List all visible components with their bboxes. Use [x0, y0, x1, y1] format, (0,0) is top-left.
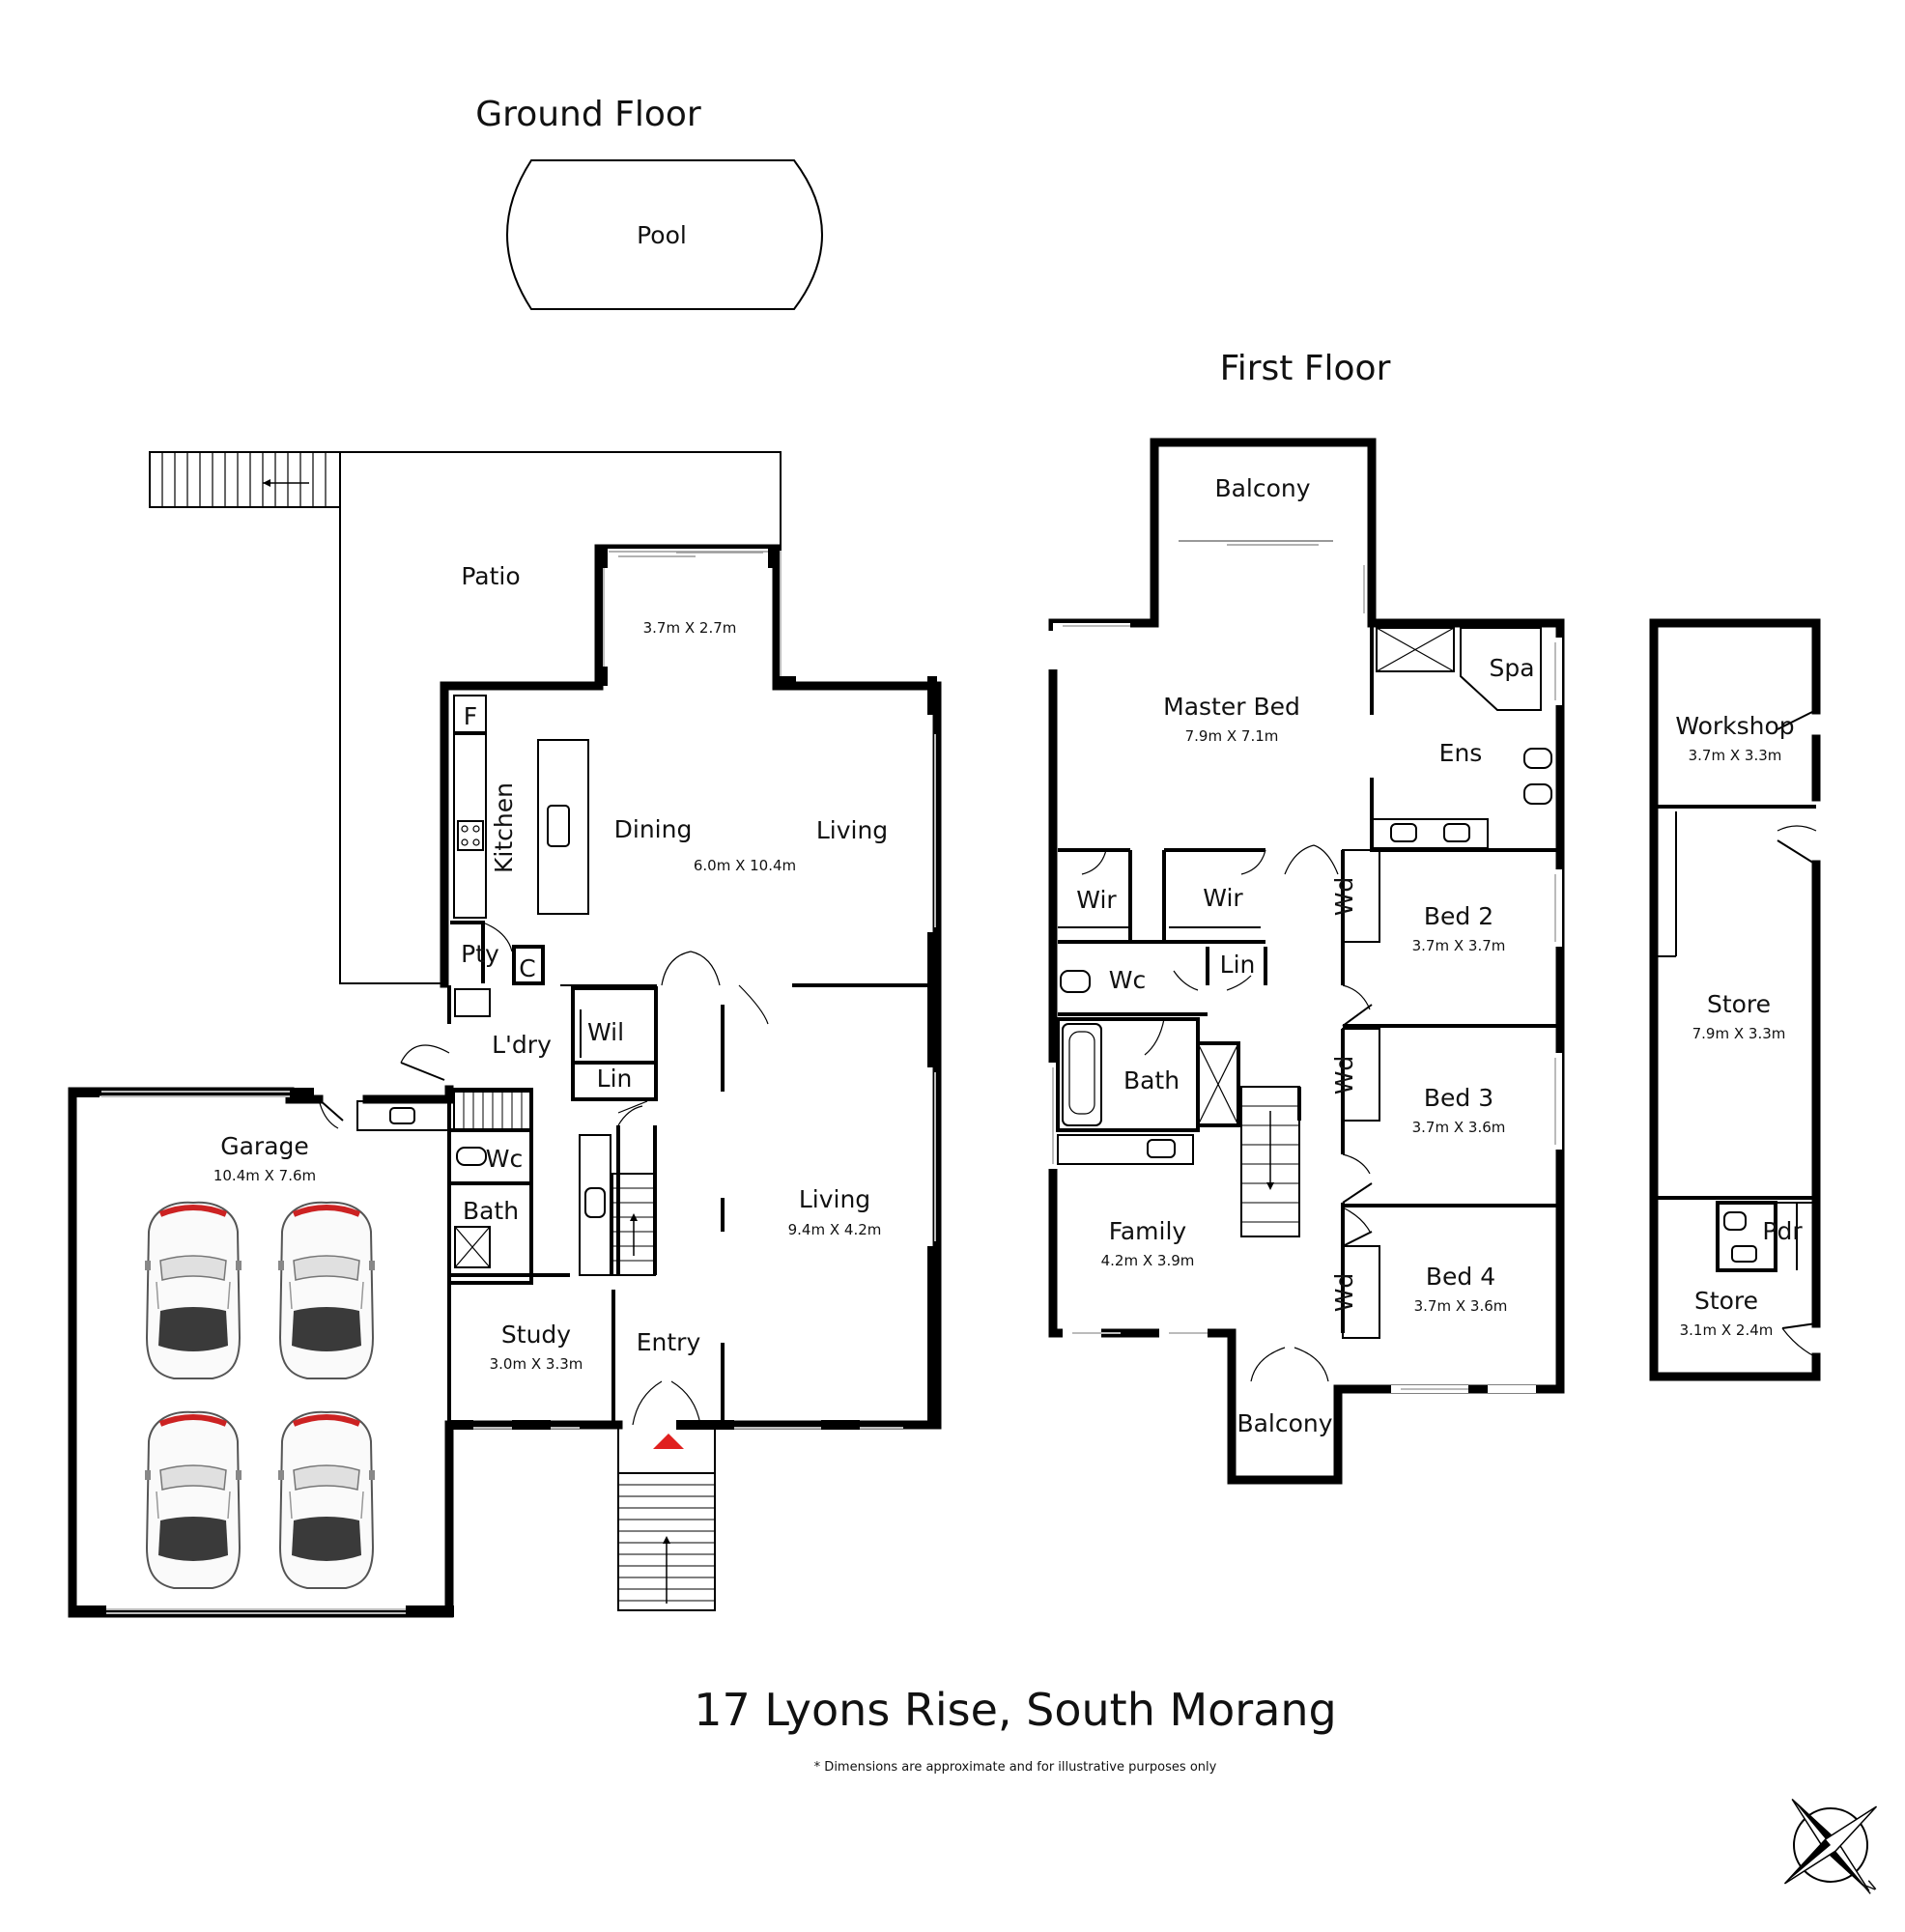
toilet-icon [456, 1147, 487, 1166]
wd-1-label: Wd [1330, 877, 1358, 917]
ensuite-label: Ens [1439, 739, 1483, 767]
bath-label-ground: Bath [463, 1197, 519, 1225]
property-address: 17 Lyons Rise, South Morang [694, 1684, 1337, 1736]
wd-2-label: Wd [1330, 1056, 1358, 1095]
balcony-top-label: Balcony [1214, 474, 1310, 502]
lin-label-first: Lin [1220, 951, 1256, 979]
ground-floor-plan: Patio 3.7m X 2.7m F [68, 451, 942, 1618]
wir-2-label: Wir [1203, 884, 1243, 912]
kitchen-label: Kitchen [490, 782, 518, 873]
living-upper-label: Living [816, 816, 888, 844]
toilet-icon [1523, 783, 1552, 805]
bed2-label: Bed 2 [1424, 902, 1493, 930]
basin-icon [1731, 1245, 1757, 1263]
dining-dims: 6.0m X 10.4m [694, 857, 796, 874]
family-dims: 4.2m X 3.9m [1101, 1252, 1195, 1269]
bed2-dims: 3.7m X 3.7m [1412, 937, 1506, 954]
disclaimer: * Dimensions are approximate and for ill… [814, 1760, 1217, 1775]
bath-label-first: Bath [1123, 1066, 1180, 1094]
vanity-icon [1371, 818, 1489, 849]
store-small-label: Store [1694, 1287, 1758, 1315]
shower-icon [1196, 1041, 1240, 1127]
pdr-label: Pdr [1762, 1217, 1803, 1245]
cupboard-label: C [519, 954, 535, 982]
car-icon [278, 1412, 375, 1588]
alfresco-dims: 3.7m X 2.7m [643, 619, 737, 637]
laundry-label: L'dry [492, 1031, 552, 1059]
master-bed-label: Master Bed [1163, 693, 1300, 721]
sink-icon [547, 805, 570, 847]
store-dims: 7.9m X 3.3m [1692, 1025, 1786, 1042]
wc-label-first: Wc [1109, 966, 1146, 994]
toilet-icon [1523, 748, 1552, 769]
garage-label: Garage [220, 1132, 309, 1160]
balcony-bottom-label: Balcony [1237, 1409, 1332, 1437]
toilet-icon [1060, 970, 1091, 993]
spa-icon [1460, 627, 1542, 711]
living-lower-dims: 9.4m X 4.2m [788, 1221, 882, 1238]
kitchen-island [537, 739, 589, 915]
ground-floor-heading: Ground Floor [475, 95, 701, 134]
workshop-label: Workshop [1675, 712, 1794, 740]
living-lower-label: Living [799, 1185, 870, 1213]
toilet-icon [1723, 1211, 1747, 1231]
vanity-icon [1057, 1134, 1194, 1165]
garage-dims: 10.4m X 7.6m [213, 1167, 316, 1184]
outbuilding-plan: Workshop 3.7m X 3.3m Store 7.9m X 3.3m P… [1649, 618, 1821, 1381]
entry-label: Entry [637, 1328, 701, 1356]
workshop-dims: 3.7m X 3.3m [1689, 747, 1782, 764]
dining-label: Dining [614, 815, 693, 843]
patio-stairs [149, 451, 341, 508]
first-floor-stairs [1240, 1086, 1300, 1237]
bed4-label: Bed 4 [1426, 1263, 1495, 1291]
wil-label: Wil [587, 1018, 624, 1046]
bed3-label: Bed 3 [1424, 1084, 1493, 1112]
pantry-label: Pty [461, 940, 499, 968]
entry-stairs [617, 1472, 716, 1611]
car-icon [278, 1203, 375, 1378]
store-label: Store [1707, 990, 1771, 1018]
bathtub-icon [1062, 1023, 1102, 1126]
bed3-dims: 3.7m X 3.6m [1412, 1119, 1506, 1136]
car-icon [145, 1412, 242, 1588]
study-dims: 3.0m X 3.3m [490, 1355, 583, 1373]
wir-1-label: Wir [1076, 886, 1117, 914]
pool: Pool [506, 159, 823, 310]
first-floor-heading: First Floor [1220, 349, 1391, 388]
shower-icon [1376, 627, 1455, 672]
first-floor-plan: Balcony Master Bed 7.9m X 7.1m Spa [1048, 438, 1565, 1485]
study-label: Study [501, 1321, 571, 1349]
entry-marker-icon [653, 1434, 684, 1449]
wc-label-ground: Wc [486, 1145, 523, 1173]
bed4-dims: 3.7m X 3.6m [1414, 1297, 1508, 1315]
family-label: Family [1109, 1217, 1187, 1245]
spa-label: Spa [1489, 654, 1534, 682]
laundry-tub-icon [454, 988, 491, 1017]
car-icon [145, 1203, 242, 1378]
store-small-dims: 3.1m X 2.4m [1680, 1321, 1774, 1339]
master-bed-dims: 7.9m X 7.1m [1185, 727, 1279, 745]
fridge-label: F [464, 702, 477, 730]
patio-label: Patio [461, 562, 520, 590]
pool-label: Pool [637, 221, 687, 249]
north-arrow-icon: N [1783, 1798, 1880, 1898]
lin-label-ground: Lin [597, 1065, 633, 1093]
wd-3-label: Wd [1330, 1273, 1358, 1313]
shower-icon [454, 1226, 491, 1268]
